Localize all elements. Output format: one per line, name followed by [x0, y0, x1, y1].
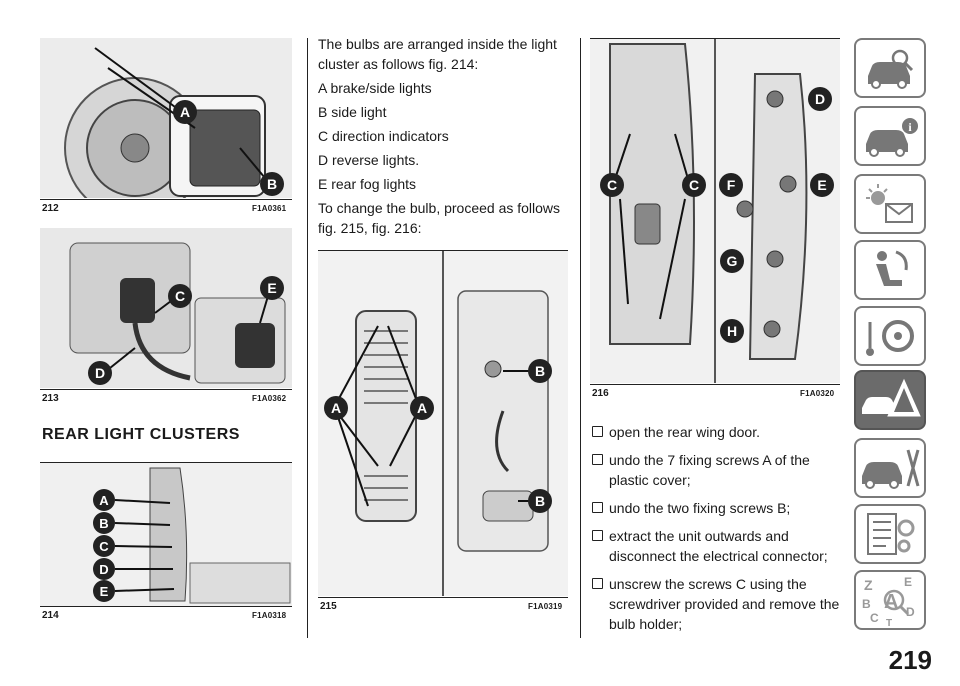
- figure-code: F1A0361: [252, 204, 287, 213]
- car-service-icon: [862, 449, 920, 489]
- figure-number: 216: [592, 388, 609, 399]
- specifications-icon: [867, 513, 915, 555]
- callout-e: E: [817, 177, 826, 193]
- figure-216-illustration: D C C F E G H: [590, 39, 840, 383]
- figure-code: F1A0319: [528, 602, 563, 611]
- tab-index[interactable]: Z E A B C D T: [854, 570, 926, 630]
- car-info-icon: i: [866, 118, 918, 157]
- svg-text:D: D: [906, 605, 915, 619]
- svg-text:B: B: [862, 597, 871, 611]
- figure-214: A B C D E: [40, 463, 292, 606]
- page-number: 219: [888, 645, 932, 675]
- figure-number: 214: [42, 610, 59, 621]
- callout-c: C: [689, 177, 699, 193]
- list-item: open the rear wing door.: [592, 422, 842, 442]
- figure-212-illustration: A B: [40, 38, 292, 198]
- list-item: unscrew the screws C using the screwdriv…: [592, 574, 842, 634]
- figure-216: D C C F E G H: [590, 39, 840, 383]
- car-search-icon: [868, 49, 914, 89]
- callout-e: E: [267, 280, 276, 296]
- tab-specifications[interactable]: [854, 504, 926, 564]
- figure-213: C E D: [40, 228, 292, 388]
- tab-car-info[interactable]: i: [854, 106, 926, 166]
- bulb-a: A brake/side lights: [318, 80, 432, 96]
- callout-a: A: [180, 104, 190, 120]
- checkbox-bullet-icon: [592, 578, 603, 589]
- tab-airbag-seat[interactable]: [854, 240, 926, 300]
- svg-text:i: i: [908, 120, 912, 134]
- callout-d: D: [815, 91, 825, 107]
- tab-warning-lights[interactable]: [854, 174, 926, 234]
- tab-steering-wheel[interactable]: [854, 306, 926, 366]
- list-item: undo the 7 fixing screws A of the plasti…: [592, 450, 842, 490]
- figure-214-illustration: A B C D E: [40, 463, 292, 606]
- list-item: undo the two fixing screws B;: [592, 498, 842, 518]
- checkbox-bullet-icon: [592, 426, 603, 437]
- intro-text: The bulbs are arranged inside the light …: [318, 34, 570, 242]
- figure-code: F1A0320: [800, 389, 835, 398]
- figure-212: A B: [40, 38, 292, 198]
- figure-number: 212: [42, 203, 59, 214]
- callout-b: B: [535, 493, 545, 509]
- callout-d: D: [95, 365, 105, 381]
- figure-code: F1A0362: [252, 394, 287, 403]
- figure-number: 215: [320, 601, 337, 612]
- figure-code: F1A0318: [252, 611, 287, 620]
- figure-number: 213: [42, 393, 59, 404]
- procedure-intro: To change the bulb, proceed as follows f…: [318, 200, 561, 236]
- callout-c: C: [175, 288, 185, 304]
- emergency-triangle-icon: [862, 378, 921, 417]
- callout-g: G: [727, 253, 738, 269]
- callout-e: E: [100, 584, 109, 599]
- bulb-e: E rear fog lights: [318, 176, 417, 192]
- tab-car-service[interactable]: [854, 438, 926, 498]
- tab-emergency[interactable]: [854, 370, 926, 430]
- callout-d: D: [99, 562, 108, 577]
- figure-215: A A B B: [318, 251, 568, 596]
- callout-h: H: [727, 323, 737, 339]
- bulb-d: D reverse lights.: [318, 152, 420, 168]
- checkbox-bullet-icon: [592, 454, 603, 465]
- figure-215-illustration: A A B B: [318, 251, 568, 596]
- callout-a: A: [331, 400, 341, 416]
- section-title: REAR LIGHT CLUSTERS: [42, 426, 240, 443]
- callout-b: B: [535, 363, 545, 379]
- svg-text:C: C: [870, 611, 879, 625]
- svg-text:E: E: [904, 575, 912, 589]
- list-item: extract the unit outwards and disconnect…: [592, 526, 842, 566]
- callout-f: F: [727, 177, 736, 193]
- intro-paragraph: The bulbs are arranged inside the light …: [318, 36, 557, 72]
- callout-c: C: [99, 539, 109, 554]
- bulb-c: C direction indicators: [318, 128, 449, 144]
- svg-text:T: T: [886, 618, 892, 628]
- figure-213-illustration: C E D: [40, 228, 292, 388]
- steps-list: open the rear wing door. undo the 7 fixi…: [592, 422, 842, 642]
- callout-b: B: [267, 176, 277, 192]
- callout-b: B: [99, 516, 108, 531]
- steering-wheel-key-icon: [866, 320, 914, 356]
- bulb-b: B side light: [318, 104, 387, 120]
- callout-c: C: [607, 177, 617, 193]
- warning-lights-icon: [866, 184, 913, 223]
- callout-a: A: [417, 400, 427, 416]
- airbag-seat-icon: [876, 250, 908, 286]
- callout-a: A: [99, 493, 109, 508]
- svg-text:Z: Z: [864, 577, 873, 593]
- tab-car-search[interactable]: [854, 38, 926, 98]
- checkbox-bullet-icon: [592, 502, 603, 513]
- alphabetical-index-icon: Z E A B C D T: [862, 575, 915, 628]
- checkbox-bullet-icon: [592, 530, 603, 541]
